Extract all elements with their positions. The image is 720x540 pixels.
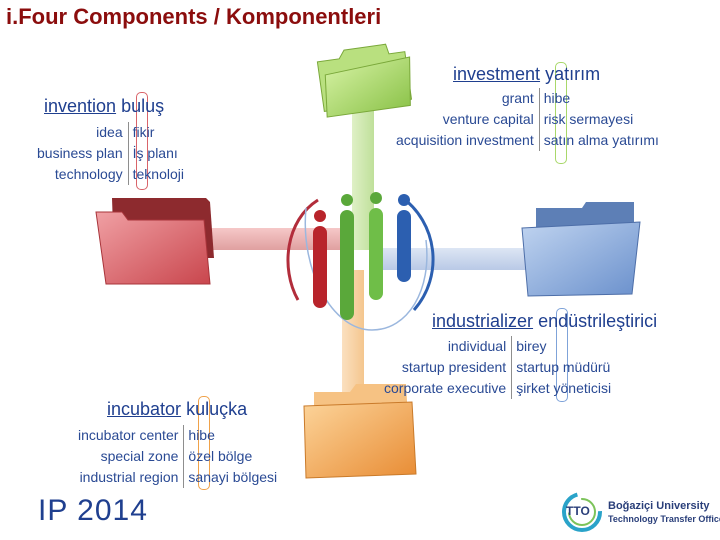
investment-row-tr: satın alma yatırımı: [540, 130, 659, 151]
event-label: IP 2014: [38, 494, 148, 528]
invention-heading-tr: buluş: [121, 96, 164, 116]
incubator-row-tr: özel bölge: [184, 446, 277, 467]
folder-icon: [522, 202, 640, 296]
tto-logo: TTO Boğaziçi University Technology Trans…: [560, 490, 710, 534]
investment-heading-tr: yatırım: [545, 64, 600, 84]
pillar-i-icon: [340, 194, 354, 320]
industrializer-row-tr: startup müdürü: [512, 357, 611, 378]
industrializer-row-tr: şirket yöneticisi: [512, 378, 611, 399]
investment-row-tr: risk sermayesi: [540, 109, 659, 130]
tto-logo-line2: Technology Transfer Office: [608, 513, 720, 526]
investment-row-en: grant: [396, 88, 540, 109]
incubator-row-en: industrial region: [78, 467, 184, 488]
incubator-row-en: incubator center: [78, 425, 184, 446]
investment-row-en: acquisition investment: [396, 130, 540, 151]
incubator-row-en: special zone: [78, 446, 184, 467]
investment-list: grant hibe venture capital risk sermayes…: [396, 88, 659, 151]
incubator-list: incubator center hibe special zone özel …: [78, 425, 277, 488]
pillar-i-icon: [397, 194, 411, 282]
folder-icon: [96, 198, 214, 284]
invention-row-tr: İş planı: [129, 143, 184, 164]
invention-row-en: business plan: [37, 143, 129, 164]
industrializer-row-tr: birey: [512, 336, 611, 357]
industrializer-list: individual birey startup president start…: [384, 336, 611, 399]
invention-row-en: idea: [37, 122, 129, 143]
pillar-i-icon: [313, 210, 327, 308]
industrializer-heading: industrializer endüstrileştirici: [432, 311, 657, 332]
invention-list: idea fikir business plan İş planı techno…: [37, 122, 184, 185]
invention-row-en: technology: [37, 164, 129, 185]
invention-row-tr: fikir: [129, 122, 184, 143]
tto-logo-mark: TTO: [566, 504, 590, 518]
industrializer-heading-en: industrializer: [432, 311, 533, 331]
invention-heading: invention buluş: [44, 96, 164, 117]
incubator-row-tr: sanayi bölgesi: [184, 467, 277, 488]
incubator-heading-en: incubator: [107, 399, 181, 419]
investment-row-en: venture capital: [396, 109, 540, 130]
invention-heading-en: invention: [44, 96, 116, 116]
tto-logo-line1: Boğaziçi University: [608, 500, 709, 513]
incubator-row-tr: hibe: [184, 425, 277, 446]
investment-heading-en: investment: [453, 64, 540, 84]
industrializer-row-en: individual: [384, 336, 512, 357]
invention-row-tr: teknoloji: [129, 164, 184, 185]
industrializer-row-en: startup president: [384, 357, 512, 378]
incubator-heading-tr: kuluçka: [186, 399, 247, 419]
investment-row-tr: hibe: [540, 88, 659, 109]
incubator-heading: incubator kuluçka: [107, 399, 247, 420]
industrializer-row-en: corporate executive: [384, 378, 512, 399]
industrializer-heading-tr: endüstrileştirici: [538, 311, 657, 331]
investment-heading: investment yatırım: [453, 64, 600, 85]
